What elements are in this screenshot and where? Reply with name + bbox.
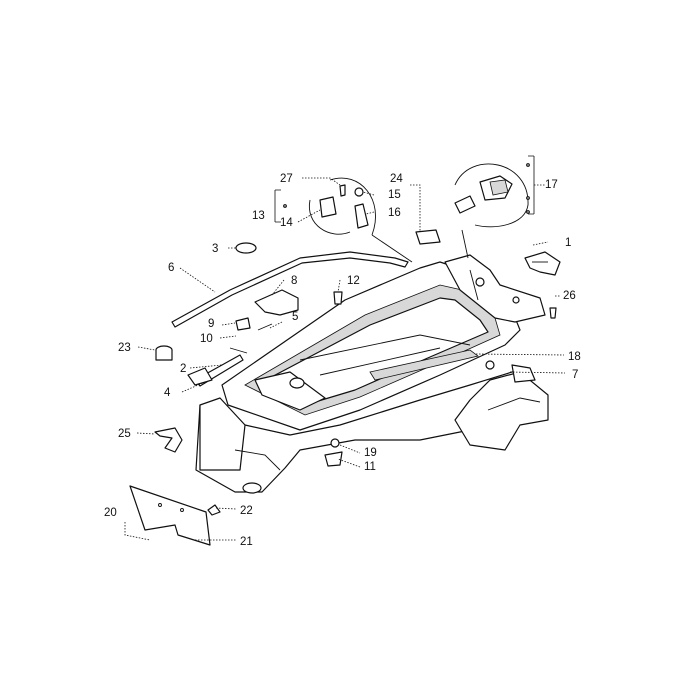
- part-8-bracket: [254, 289, 299, 316]
- callout-27: 27: [280, 173, 293, 185]
- callout-20: 20: [104, 507, 117, 519]
- part-3-grommet: [235, 242, 257, 254]
- callout-9: 9: [208, 318, 214, 330]
- part-25-band: [154, 427, 183, 453]
- callout-26: 26: [563, 290, 576, 302]
- callout-4: 4: [164, 387, 171, 399]
- part-23-cap: [155, 345, 173, 361]
- part-11-clip: [324, 451, 343, 467]
- callout-19: 19: [364, 447, 377, 459]
- callout-23: 23: [118, 342, 131, 354]
- callout-5: 5: [292, 311, 298, 323]
- part-10-rod: [229, 347, 248, 354]
- callout-22: 22: [240, 505, 253, 517]
- part-24-plate: [415, 229, 441, 245]
- part-21-panel: [129, 485, 211, 546]
- callout-14: 14: [280, 217, 293, 229]
- part-19-nut: [330, 438, 340, 448]
- callout-16: 16: [388, 207, 401, 219]
- callout-18: 18: [568, 351, 581, 363]
- callout-11: 11: [364, 461, 376, 473]
- callout-3: 3: [212, 243, 218, 255]
- part-1-latch: [524, 251, 561, 276]
- callout-25: 25: [118, 428, 131, 440]
- callout-1: 1: [565, 237, 571, 249]
- part-9-clip: [235, 317, 251, 331]
- callout-7: 7: [572, 369, 578, 381]
- callout-6: 6: [168, 262, 174, 274]
- callout-15: 15: [388, 189, 401, 201]
- callout-12: 12: [347, 275, 360, 287]
- detail-group-17: [454, 155, 535, 259]
- seat-release-cable: [171, 251, 409, 328]
- callout-17: 17: [545, 179, 558, 191]
- callout-24: 24: [390, 173, 403, 185]
- helmet-compartment-body: [195, 254, 549, 494]
- part-22-screw: [207, 504, 221, 516]
- callout-21: 21: [240, 536, 253, 548]
- detail-group-13: [274, 177, 413, 263]
- callout-labels: 1 2 3 4 5 6 7 8 9 10 11 12 13 14 15 16 1…: [104, 173, 581, 548]
- callout-2: 2: [180, 363, 186, 375]
- part-5-pin: [257, 323, 273, 331]
- callout-10: 10: [200, 333, 213, 345]
- part-12-bolt: [333, 291, 343, 305]
- part-2-lever: [187, 354, 244, 387]
- part-26-screw: [549, 307, 557, 319]
- leader-lines: [124, 177, 566, 541]
- callout-13: 13: [252, 210, 265, 222]
- callout-8: 8: [291, 275, 297, 287]
